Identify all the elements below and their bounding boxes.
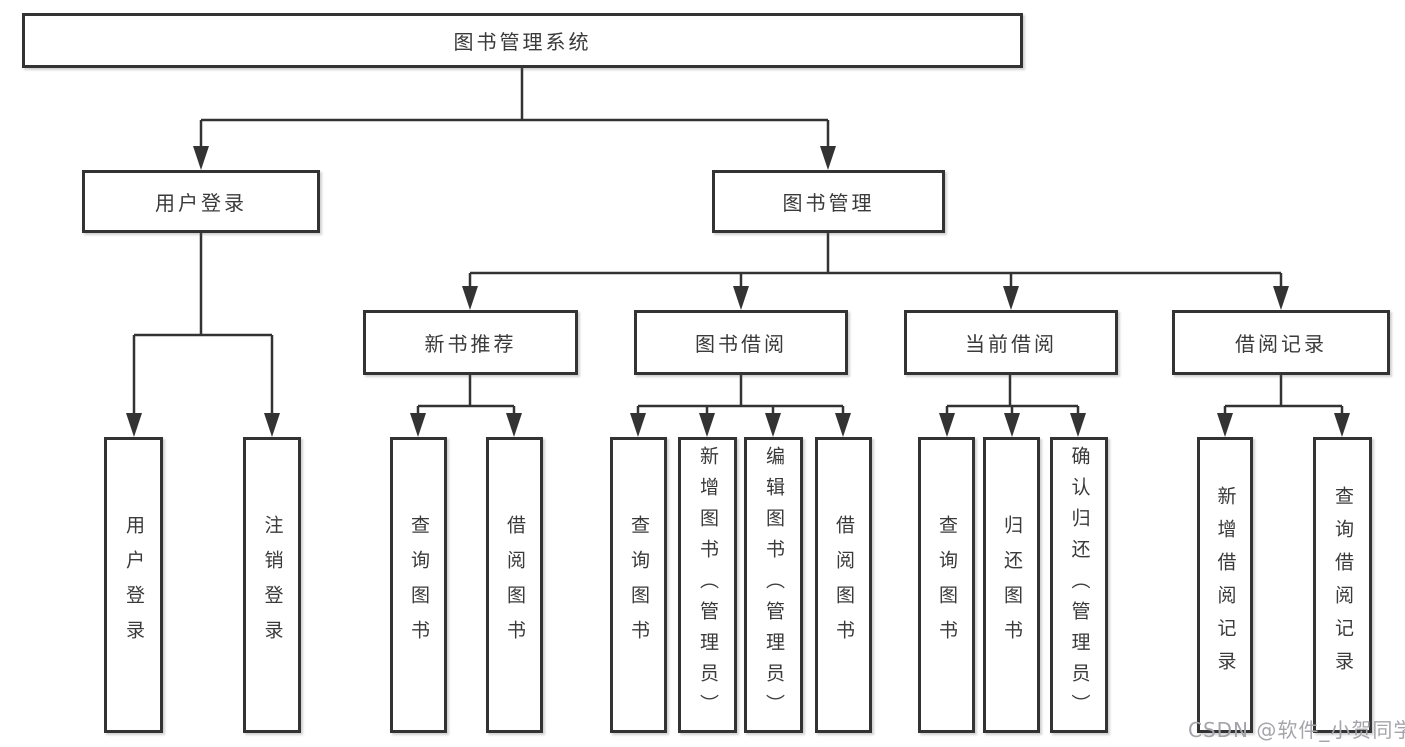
arrowhead-icon <box>939 413 955 437</box>
node-label: 图书管理系统 <box>453 30 592 54</box>
leaf-label: 确认归还（管理员） <box>1068 445 1091 725</box>
leaf-add-books-admin: 新增图书（管理员） <box>678 437 737 733</box>
leaf-query-books-recommend: 查询图书 <box>390 437 447 733</box>
leaf-label: 借阅图书 <box>833 515 855 655</box>
arrowhead-icon <box>506 413 522 437</box>
leaf-borrow-books: 借阅图书 <box>815 437 872 733</box>
arrowhead-icon <box>820 146 836 170</box>
node-label: 图书管理 <box>782 191 875 215</box>
arrowhead-icon <box>1004 413 1020 437</box>
node-label: 当前借阅 <box>965 332 1057 356</box>
connector-lines <box>132 68 1344 415</box>
arrowhead-icon <box>1217 413 1233 437</box>
node-label: 用户登录 <box>155 191 247 215</box>
leaf-return-books: 归还图书 <box>983 437 1040 733</box>
arrowhead-icon <box>1070 413 1086 437</box>
connector-root-to-level2 <box>199 68 830 148</box>
node-library-management-system: 图书管理系统 <box>22 13 1023 68</box>
node-current-borrow: 当前借阅 <box>904 310 1118 375</box>
arrowhead-icon <box>1273 286 1289 310</box>
leaf-label: 借阅图书 <box>504 515 526 655</box>
arrowhead-icon <box>1003 286 1019 310</box>
arrowhead-icon <box>264 413 280 437</box>
leaf-query-books-current: 查询图书 <box>918 437 975 733</box>
node-label: 新书推荐 <box>424 332 517 356</box>
leaf-label: 新增图书（管理员） <box>697 445 719 725</box>
leaf-label: 查询图书 <box>936 515 958 655</box>
leaf-user-login: 用户登录 <box>104 437 163 733</box>
leaf-borrow-books-recommend: 借阅图书 <box>486 437 543 733</box>
leaf-add-borrow-record: 新增借阅记录 <box>1197 437 1253 733</box>
leaf-user-logout: 注销登录 <box>243 437 301 733</box>
leaf-label: 归还图书 <box>1001 515 1023 655</box>
connector-book-management-to-level3 <box>468 233 1283 288</box>
node-label: 借阅记录 <box>1235 332 1327 356</box>
leaf-query-books-borrow: 查询图书 <box>610 437 667 733</box>
connector-book-borrow-to-leaves <box>636 375 845 414</box>
node-user-login: 用户登录 <box>82 170 320 233</box>
leaf-query-borrow-record: 查询借阅记录 <box>1313 437 1372 733</box>
connector-borrow-record-to-leaves <box>1223 375 1344 414</box>
leaf-label: 查询图书 <box>408 515 430 655</box>
connector-current-borrow-to-leaves <box>945 375 1080 414</box>
arrowhead-icon <box>1334 413 1350 437</box>
arrowhead-icon <box>765 413 781 437</box>
leaf-label: 编辑图书（管理员） <box>763 445 785 725</box>
arrowhead-icon <box>835 413 851 437</box>
arrowhead-icon <box>630 413 646 437</box>
leaf-label: 查询图书 <box>628 515 650 655</box>
node-new-book-recommend: 新书推荐 <box>363 310 578 375</box>
arrowhead-icon <box>699 413 715 437</box>
leaf-confirm-return-admin: 确认归还（管理员） <box>1050 437 1108 733</box>
arrowhead-icon <box>193 146 209 170</box>
node-book-management: 图书管理 <box>712 170 945 233</box>
leaf-edit-books-admin: 编辑图书（管理员） <box>744 437 803 733</box>
csdn-watermark: CSDN @软件_小贺同学 <box>1188 718 1405 742</box>
arrowhead-icon <box>462 286 478 310</box>
node-book-borrow: 图书借阅 <box>634 310 848 375</box>
arrowhead-icon <box>410 413 426 437</box>
connector-user-login-to-leaves <box>132 233 274 415</box>
arrowhead-icon <box>126 413 142 437</box>
arrowhead-icon <box>733 286 749 310</box>
arrowheads <box>126 146 1350 437</box>
node-label: 图书借阅 <box>695 332 787 356</box>
leaf-label: 查询借阅记录 <box>1332 486 1354 684</box>
leaf-label: 用户登录 <box>123 515 145 655</box>
connector-new-book-to-leaves <box>416 375 516 414</box>
leaf-label: 新增借阅记录 <box>1214 486 1237 684</box>
leaf-label: 注销登录 <box>261 515 284 655</box>
node-borrow-records: 借阅记录 <box>1172 310 1390 375</box>
